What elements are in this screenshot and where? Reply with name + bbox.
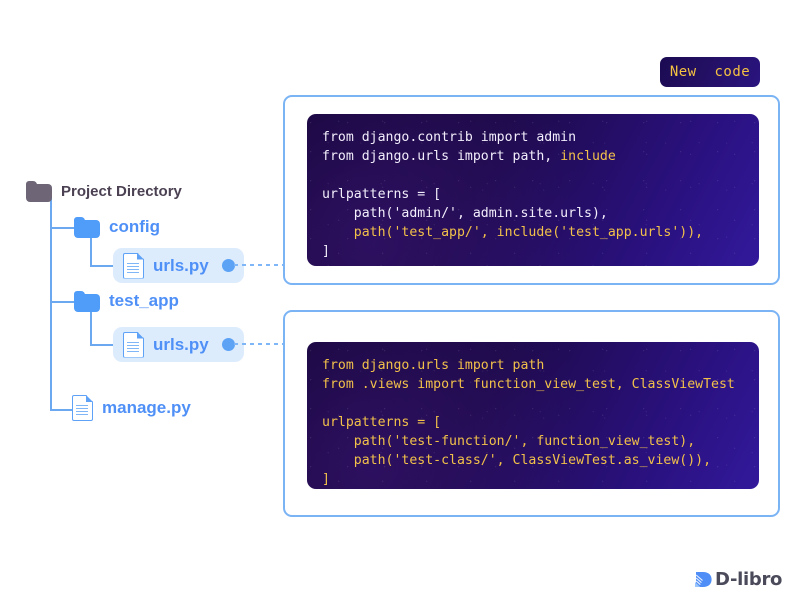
file-icon — [123, 331, 144, 358]
code-panel-config-urls: from django.contrib import admin from dj… — [283, 95, 780, 285]
tree-node-project-directory[interactable]: Project Directory — [26, 175, 182, 207]
tree-node-label: Project Directory — [61, 182, 182, 200]
tree-node-label: config — [109, 217, 160, 236]
connector-line-test-app-urls — [234, 343, 284, 345]
tree-node-manage-py[interactable]: manage.py — [72, 392, 191, 424]
code-block: from django.contrib import admin from dj… — [307, 114, 759, 266]
code-block: from django.urls import path from .views… — [307, 342, 759, 489]
d-libro-mark-icon — [694, 570, 713, 589]
tree-node-test-app[interactable]: test_app — [74, 285, 179, 317]
connector-dot-config-urls — [222, 259, 235, 272]
code-text: from django.urls import path from .views… — [322, 358, 735, 487]
code-panel-test-app-urls: from django.urls import path from .views… — [283, 310, 780, 517]
tree-node-label: test_app — [109, 291, 179, 310]
connector-dot-test-app-urls — [222, 338, 235, 351]
tree-edge-config-spine — [90, 235, 92, 266]
tree-node-test-app-urls-py[interactable]: urls.py — [113, 327, 244, 362]
folder-icon — [74, 216, 100, 238]
code-text: from django.contrib import admin from dj… — [322, 130, 704, 259]
file-icon — [72, 395, 93, 421]
tree-node-label: manage.py — [102, 398, 191, 417]
logo-text: D-libro — [715, 568, 783, 590]
tree-edge-to-test-app — [50, 301, 74, 303]
brand-logo: D-libro — [694, 566, 782, 592]
tree-edge-test-app-to-urls — [90, 344, 115, 346]
tree-node-label: urls.py — [153, 255, 209, 275]
tree-edge-test-app-spine — [90, 309, 92, 345]
file-icon — [123, 252, 144, 279]
tree-edge-to-manage-py — [50, 409, 74, 411]
tree-edge-config-to-urls — [90, 265, 115, 267]
connector-line-config-urls — [234, 264, 284, 266]
tree-node-config[interactable]: config — [74, 211, 160, 243]
folder-icon — [74, 290, 100, 312]
tree-node-label: urls.py — [153, 334, 209, 354]
tree-edge-to-config — [50, 227, 74, 229]
new-code-badge: New code — [660, 57, 760, 87]
tree-edge-root-spine — [50, 198, 52, 410]
folder-icon — [26, 180, 52, 202]
